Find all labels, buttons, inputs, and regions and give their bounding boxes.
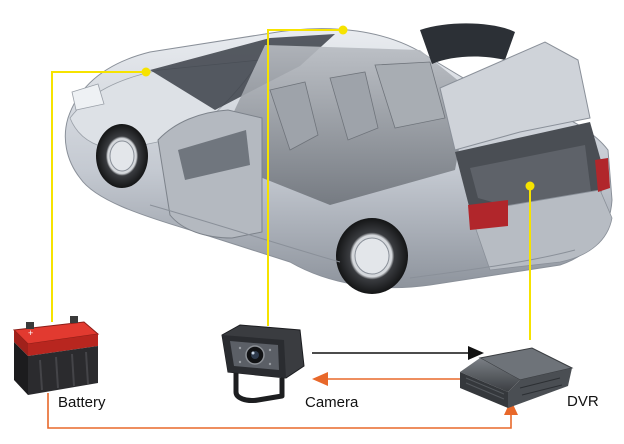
battery-icon: + — [12, 316, 100, 395]
dvr-wire — [525, 181, 535, 340]
camera-icon — [221, 324, 305, 403]
camera-wire — [267, 25, 348, 326]
battery-to-dvr-arrow — [47, 393, 518, 429]
car-cutaway-image — [64, 23, 613, 294]
camera-label: Camera — [305, 394, 359, 411]
battery-wire — [51, 67, 151, 322]
dvr-label: DVR — [567, 393, 599, 410]
svg-text:+: + — [28, 328, 33, 338]
camera-to-dvr-arrow — [312, 346, 484, 360]
dvr-to-camera-arrow — [312, 372, 470, 386]
dvr-icon — [460, 347, 574, 408]
battery-label: Battery — [58, 394, 106, 411]
